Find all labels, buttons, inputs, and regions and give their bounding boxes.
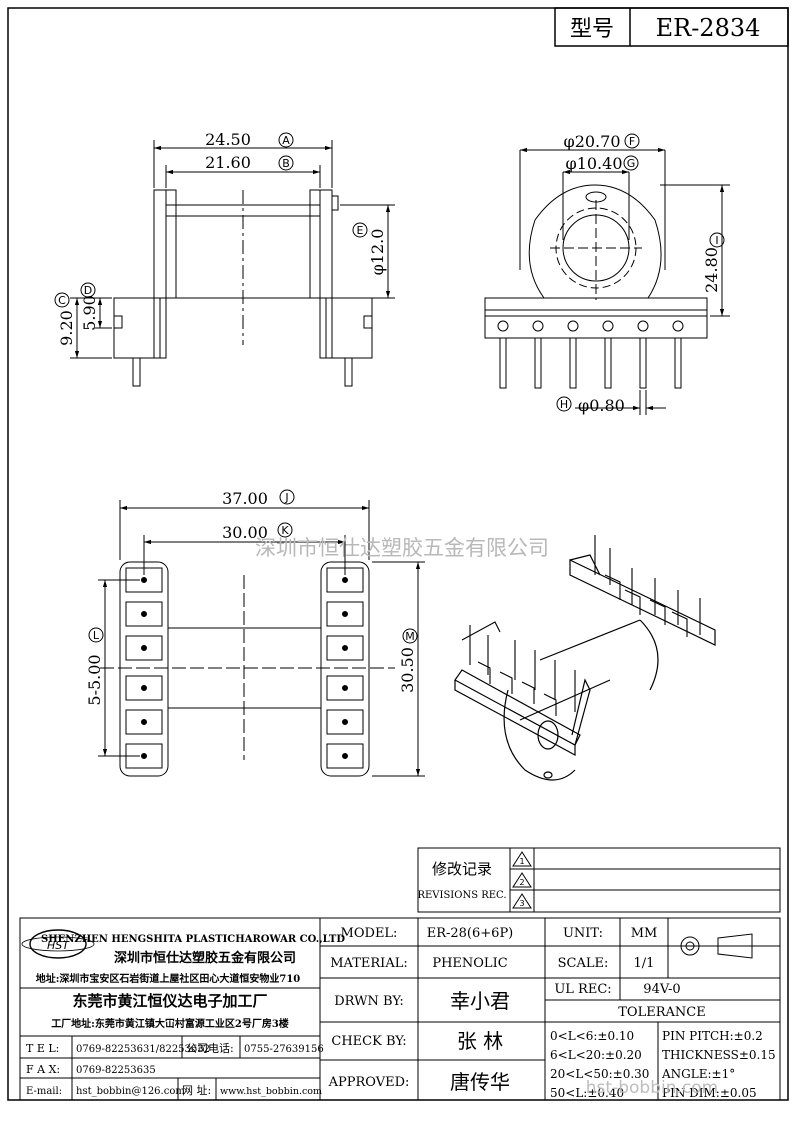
tol-1: 0<L<6:±0.10 (550, 1029, 634, 1043)
spec-drawn-value: 幸小君 (450, 989, 510, 1013)
tol2-3: ANGLE:±1° (661, 1067, 735, 1081)
dim-G: φ10.40 (565, 154, 622, 173)
revision-mark-3: 3 (519, 899, 524, 908)
spec-approved-label: APPROVED: (328, 1075, 410, 1090)
model-header: 型号 ER-2834 (554, 7, 789, 47)
svg-text:D: D (84, 284, 92, 297)
svg-text:A: A (282, 134, 290, 147)
svg-text:C: C (58, 294, 66, 307)
isometric-view (454, 535, 716, 781)
spec-material-label: MATERIAL: (330, 956, 407, 971)
company-name-cn: 深圳市恒仕达塑胶五金有限公司 (114, 950, 296, 966)
spec-check-value: 张 林 (457, 1029, 503, 1053)
tol2-1: PIN PITCH:±0.2 (662, 1029, 763, 1043)
spec-ul-label: UL REC: (554, 982, 611, 997)
web-label: 网 址: (182, 1083, 211, 1097)
revision-mark-1: 1 (519, 857, 524, 866)
company-phone-label: 公司电话: (186, 1042, 234, 1055)
tol2-2: THICKNESS±0.15 (662, 1048, 776, 1062)
logo-text: HST (47, 939, 70, 952)
revision-mark-2: 2 (519, 878, 524, 887)
company-name-en: SHENZHEN HENGSHITA PLASTICHAROWAR CO.,LT… (41, 934, 345, 945)
dim-I: 24.80 (702, 247, 721, 293)
fax-label: F A X: (26, 1063, 60, 1076)
spec-ul-value: 94V-0 (643, 982, 680, 997)
svg-text:F: F (629, 135, 635, 148)
tol-2: 6<L<20:±0.20 (550, 1048, 642, 1062)
title-block (19, 917, 781, 1101)
spec-model-value: ER-28(6+6P) (427, 926, 514, 941)
revisions-subtitle: REVISIONS REC. (417, 890, 506, 901)
dim-H: φ0.80 (578, 396, 625, 415)
company-logo: HST (21, 929, 95, 959)
spec-drawn-label: DRWN BY: (334, 994, 403, 1009)
spec-material-value: PHENOLIC (432, 956, 507, 971)
spec-unit-label: UNIT: (563, 926, 603, 941)
model-header-value: ER-2834 (656, 14, 761, 42)
tel-value: 0769-82253631/82253632 (76, 1044, 210, 1055)
svg-text:I: I (715, 234, 718, 247)
svg-text:K: K (281, 524, 289, 537)
tol-4: 50<L:±0.40 (550, 1086, 624, 1100)
watermark-bottom: hst-bobbin.com (586, 1078, 718, 1098)
revisions-title: 修改记录 (432, 860, 492, 878)
spec-model-label: MODEL: (341, 926, 398, 941)
spec-tolerance-label: TOLERANCE (618, 1005, 705, 1020)
dim-D: 5.90 (80, 295, 99, 331)
dim-M: 30.50 (398, 647, 417, 693)
spec-unit-value: MM (631, 926, 658, 941)
svg-text:H: H (560, 398, 568, 411)
dim-K: 30.00 (222, 523, 268, 542)
svg-text:J: J (284, 491, 288, 504)
dim-J: 37.00 (222, 489, 268, 508)
email-label: E-mail: (26, 1086, 62, 1097)
dim-L: 5-5.00 (85, 654, 104, 705)
company-phone-value: 0755-27639156 (244, 1044, 324, 1055)
dim-C: 9.20 (57, 310, 76, 346)
revisions-table (417, 847, 781, 913)
spec-scale-value: 1/1 (634, 956, 655, 971)
tol2-4: PIN DIM:±0.05 (662, 1086, 757, 1100)
watermark-text: 深圳市恒仕达塑胶五金有限公司 (255, 536, 549, 560)
spec-check-label: CHECK BY: (331, 1034, 406, 1049)
web-value: www.hst_bobbin.com (220, 1086, 322, 1097)
fax-value: 0769-82253635 (76, 1065, 156, 1076)
factory-name: 东莞市黄江恒仪达电子加工厂 (72, 992, 267, 1010)
dim-F: φ20.70 (563, 132, 620, 151)
svg-text:B: B (282, 157, 290, 170)
spec-scale-label: SCALE: (558, 956, 609, 971)
dim-E: φ12.0 (368, 229, 387, 276)
factory-address: 工厂地址:东莞市黄江镇大冚村富源工业区2号厂房3楼 (51, 1017, 289, 1030)
top-view (98, 500, 425, 777)
svg-text:E: E (357, 224, 364, 237)
spec-approved-value: 唐传华 (450, 1070, 510, 1094)
svg-text:L: L (93, 629, 100, 642)
dim-A: 24.50 (205, 130, 251, 149)
end-view (484, 147, 730, 415)
tol-3: 20<L<50:±0.30 (550, 1067, 649, 1081)
dim-B: 21.60 (205, 153, 251, 172)
company-address: 地址:深圳市宝安区石岩街道上屋社区田心大道恒安物业710 (36, 972, 301, 985)
svg-text:M: M (405, 630, 415, 643)
email-value: hst_bobbin@126.com (76, 1086, 185, 1097)
svg-text:G: G (627, 157, 636, 170)
model-header-label: 型号 (570, 17, 614, 42)
side-view (70, 140, 395, 387)
tel-label: T E L: (26, 1042, 59, 1055)
